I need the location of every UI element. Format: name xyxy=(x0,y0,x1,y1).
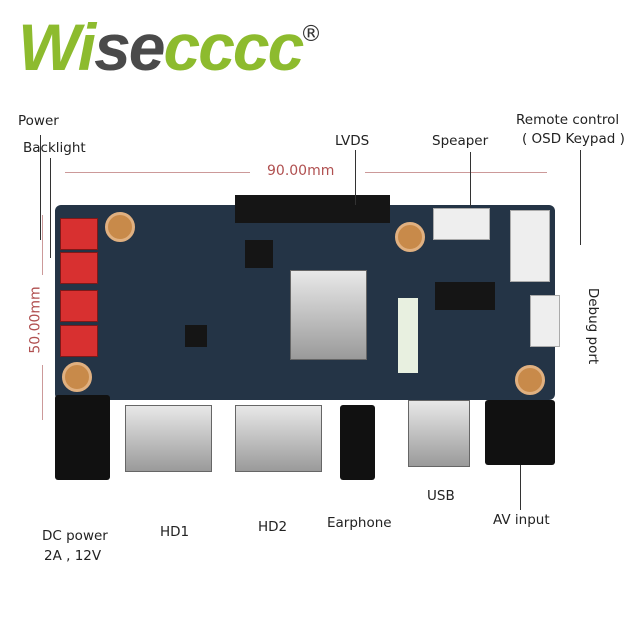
label-dc-spec: 2A , 12V xyxy=(44,548,102,564)
width-dimension: 90.00mm xyxy=(267,163,335,179)
label-hd1: HD1 xyxy=(160,524,190,540)
red-connector xyxy=(60,325,98,357)
mount-hole xyxy=(395,222,425,252)
hdmi-port-1[interactable] xyxy=(125,405,212,472)
label-speaker: Speaper xyxy=(432,133,489,149)
dc-jack xyxy=(55,395,110,480)
leader-line xyxy=(470,152,471,207)
speaker-connector xyxy=(433,208,490,240)
logo-w: W xyxy=(18,10,80,84)
label-av-input: AV input xyxy=(493,512,550,528)
sticker xyxy=(398,298,418,373)
label-debug-port: Debug port xyxy=(585,287,602,365)
mount-hole xyxy=(62,362,92,392)
logo-rest: cccc xyxy=(163,10,305,84)
registered-mark: ® xyxy=(300,22,322,47)
leader-line xyxy=(520,465,521,510)
backlight-connector xyxy=(60,252,98,284)
heatsink xyxy=(290,270,367,360)
debug-connector xyxy=(530,295,560,347)
chip xyxy=(435,282,495,310)
width-dim-line xyxy=(365,172,547,173)
chip xyxy=(245,240,273,268)
mount-hole xyxy=(105,212,135,242)
label-hd2: HD2 xyxy=(258,519,288,535)
label-usb: USB xyxy=(427,488,455,504)
mount-hole xyxy=(515,365,545,395)
power-connector xyxy=(60,218,98,250)
red-connector xyxy=(60,290,98,322)
remote-connector xyxy=(510,210,550,282)
height-dimension: 50.00mm xyxy=(27,286,44,354)
logo-s: s xyxy=(94,10,131,84)
label-remote-control: Remote control xyxy=(516,112,620,128)
label-backlight: Backlight xyxy=(23,140,86,156)
label-osd-keypad: ( OSD Keypad ) xyxy=(522,131,625,147)
height-dim-line xyxy=(42,365,43,420)
leader-line xyxy=(355,150,356,205)
av-jack[interactable] xyxy=(485,400,555,465)
label-power: Power xyxy=(18,113,59,129)
label-earphone: Earphone xyxy=(327,515,392,531)
leader-line xyxy=(50,158,51,258)
width-dim-line xyxy=(65,172,250,173)
logo-e: e xyxy=(128,10,166,84)
hdmi-port-2[interactable] xyxy=(235,405,322,472)
chip xyxy=(185,325,207,347)
height-dim-line xyxy=(42,215,43,275)
brand-logo: Wisecccc xyxy=(18,14,304,80)
lvds-header xyxy=(235,195,390,223)
leader-line xyxy=(40,135,41,240)
label-lvds: LVDS xyxy=(335,133,370,149)
usb-port[interactable] xyxy=(408,400,470,467)
logo-i: i xyxy=(77,10,96,84)
label-dc-power: DC power xyxy=(42,528,108,544)
leader-line xyxy=(580,150,581,245)
earphone-jack[interactable] xyxy=(340,405,375,480)
